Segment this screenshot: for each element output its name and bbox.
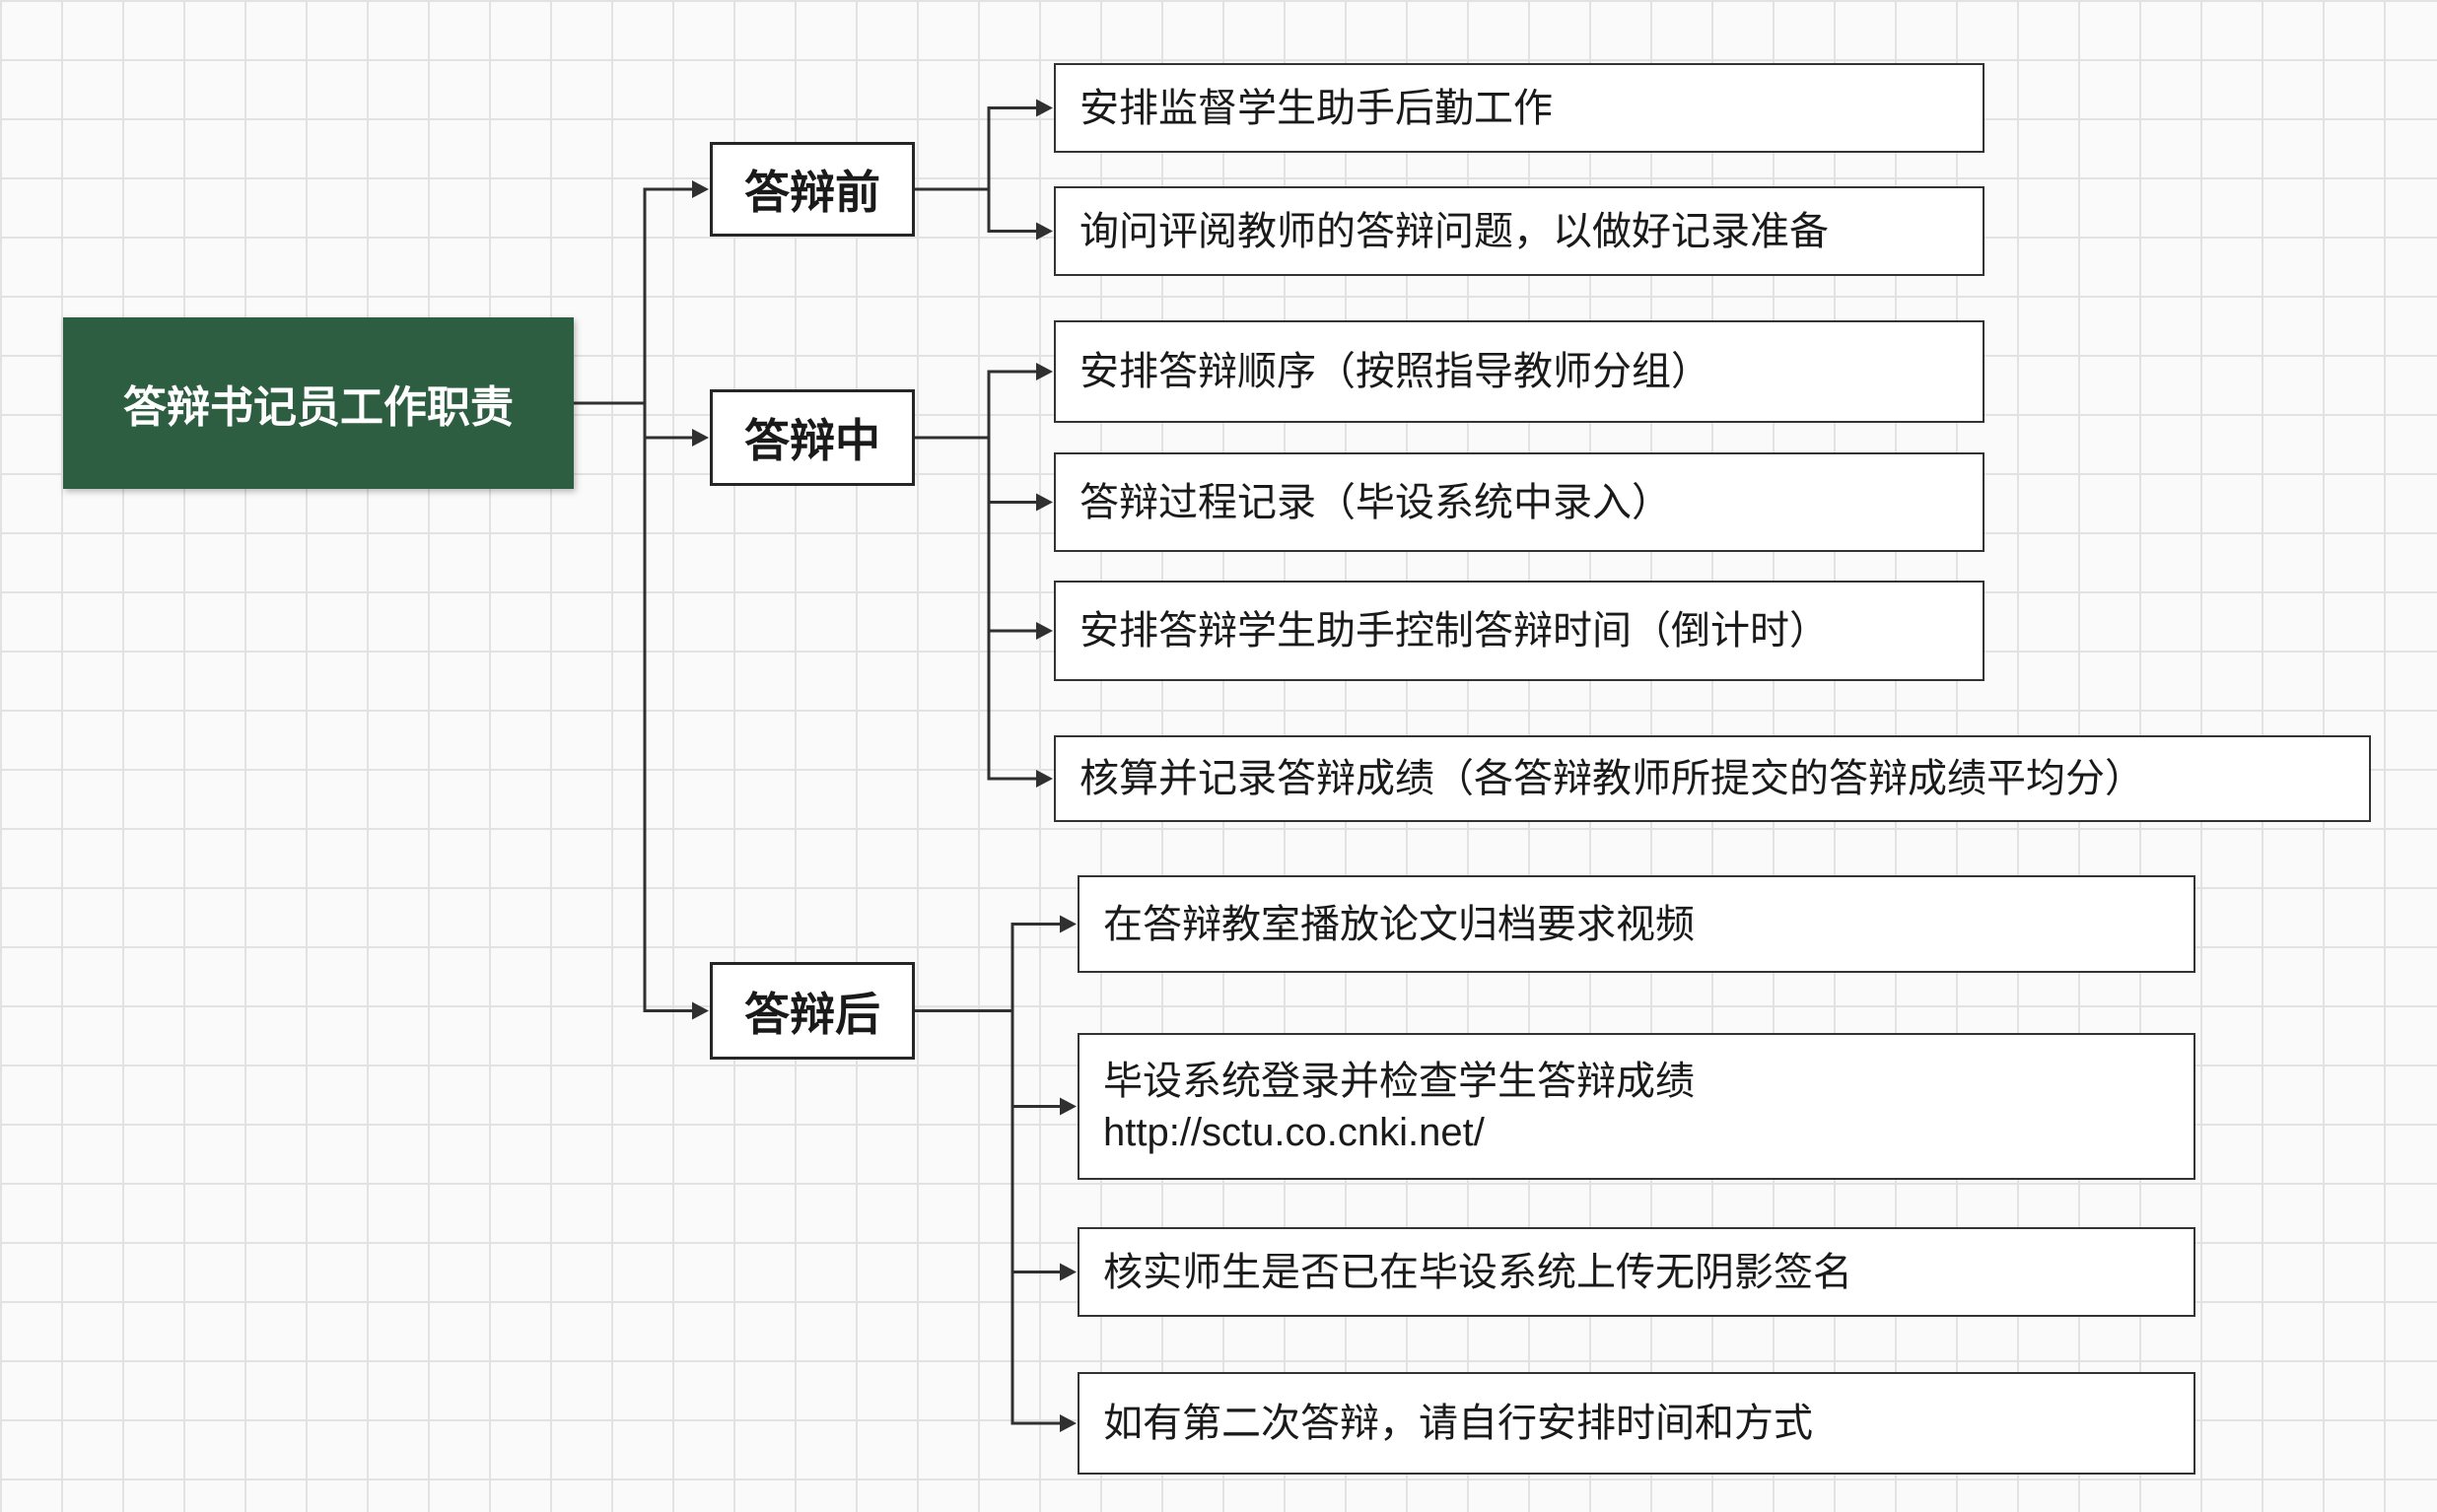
leaf-node[interactable]: 安排监督学生助手后勤工作 [1054, 63, 1984, 153]
leaf-node[interactable]: 毕设系统登录并检查学生答辩成绩 http://sctu.co.cnki.net/ [1078, 1033, 2195, 1180]
leaf-node[interactable]: 询问评阅教师的答辩问题，以做好记录准备 [1054, 186, 1984, 276]
leaf-node[interactable]: 如有第二次答辩，请自行安排时间和方式 [1078, 1372, 2195, 1475]
branch-node-during-defense[interactable]: 答辩中 [710, 389, 915, 486]
branch-node-after-defense[interactable]: 答辩后 [710, 962, 915, 1060]
leaf-node[interactable]: 安排答辩学生助手控制答辩时间（倒计时） [1054, 581, 1984, 681]
root-node[interactable]: 答辩书记员工作职责 [63, 317, 574, 489]
leaf-node[interactable]: 在答辩教室播放论文归档要求视频 [1078, 875, 2195, 973]
leaf-node[interactable]: 安排答辩顺序（按照指导教师分组） [1054, 320, 1984, 423]
leaf-node[interactable]: 核实师生是否已在毕设系统上传无阴影签名 [1078, 1227, 2195, 1317]
leaf-node[interactable]: 答辩过程记录（毕设系统中录入） [1054, 452, 1984, 552]
leaf-node[interactable]: 核算并记录答辩成绩（各答辩教师所提交的答辩成绩平均分） [1054, 735, 2371, 822]
branch-node-before-defense[interactable]: 答辩前 [710, 142, 915, 237]
